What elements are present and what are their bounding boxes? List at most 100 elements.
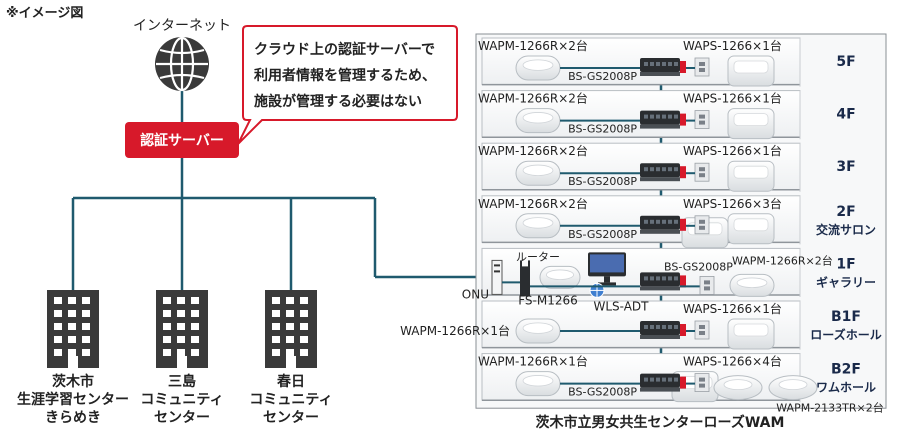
ceiling-access-point-icon <box>768 375 818 401</box>
facility-name-line: コミュニティ <box>249 392 332 408</box>
ap-left-label: WAPM-1266R×2台 <box>478 38 588 53</box>
access-point-icon <box>515 371 561 397</box>
auth-server-label: 認証サーバー <box>140 132 224 149</box>
switch-icon <box>640 58 686 76</box>
switch-label: BS-GS2008P <box>568 175 637 188</box>
ap-right-label: WAPS-1266×1台 <box>683 38 782 53</box>
floor-number: 4F <box>836 107 855 123</box>
floor-number: 3F <box>836 159 855 175</box>
office-building-icon <box>265 290 317 368</box>
floor-number: B2F <box>831 362 861 378</box>
floor-room-name: ローズホール <box>810 327 881 342</box>
switch-icon <box>640 272 686 291</box>
floor-room-name: 交流サロン <box>816 222 876 237</box>
floor-row: 3F WAPM-1266R×2台 WAPS-1266×1台 BS-GS2008P <box>478 142 856 192</box>
switch-label: BS-GS2008P <box>568 228 637 241</box>
callout-line-2: 利用者情報を管理するため、 <box>254 67 436 84</box>
wall-outlet-icon <box>699 275 715 295</box>
wall-outlet-icon <box>694 162 710 182</box>
floor-row: 2F 交流サロン WAPM-1266R×2台 WAPS-1266×3台 BS-GS200… <box>478 195 876 249</box>
switch-label: BS-GS2008P <box>568 386 637 399</box>
floor-room-name: ワムホール <box>816 381 876 395</box>
router-icon <box>520 260 530 297</box>
callout-bubble <box>237 25 458 145</box>
access-point-icon <box>727 318 775 350</box>
monitor-icon <box>588 252 626 286</box>
onu-label: ONU <box>462 287 489 301</box>
office-building-icon <box>156 290 208 368</box>
ap-right-label: WAPS-1266×4台 <box>683 354 782 369</box>
switch-icon <box>640 110 686 129</box>
floor-row: 4F WAPM-1266R×2台 WAPS-1266×1台 BS-GS2008P <box>478 90 856 140</box>
access-point-icon <box>729 273 775 297</box>
access-point-icon <box>515 213 561 239</box>
ap-left-label: WAPM-1266R×2台 <box>478 196 588 211</box>
switch-label: BS-GS2008P <box>664 260 733 273</box>
left-network-lines <box>71 90 492 290</box>
floor-number: 5F <box>836 54 855 70</box>
ap-left-label: WAPM-1266R×2台 <box>478 91 588 106</box>
ap-left-label: WAPM-1266R×1台 <box>478 354 588 369</box>
building-name: 茨木市立男女共生センターローズWAM <box>536 414 785 431</box>
facility-name-line: 春日 <box>276 373 305 390</box>
floor-row: 5F WAPM-1266R×2台 WAPS-1266×1台 BS-GS2008P <box>478 37 856 87</box>
ap-right-label: WAPS-1266×3台 <box>683 196 782 211</box>
building: 5F WAPM-1266R×2台 WAPS-1266×1台 BS-GS2008P 4F W… <box>400 33 887 415</box>
switch-icon <box>640 163 686 182</box>
facility-name-line: きらめき <box>45 410 101 426</box>
ap-right-label: WAPS-1266×1台 <box>683 91 782 106</box>
floor-row: B2F ワムホール WAPM-1266R×1台 WAPS-1266×4台 BS-GS20… <box>478 353 876 403</box>
facility-name-line: 茨木市 <box>52 373 94 390</box>
router-model-label: FS-M1266 <box>518 293 578 307</box>
switch-icon <box>640 215 686 234</box>
facility-name-line: 生涯学習センター <box>17 391 129 408</box>
callout-line-1: クラウド上の認証サーバーで <box>254 41 435 58</box>
onu-device-icon <box>491 259 503 295</box>
floor-number: 1F <box>836 256 855 272</box>
ap-left-label: WAPM-1266R×2台 <box>478 143 588 158</box>
access-point-icon <box>515 55 561 81</box>
ap-right-label: WAPM-1266R×2台 <box>732 253 833 267</box>
facility-name-line: センター <box>154 410 210 426</box>
internet-label: インターネット <box>133 18 231 34</box>
facility-name-line: コミュニティ <box>140 392 223 408</box>
switch-icon <box>640 321 686 339</box>
access-point-icon <box>727 213 775 245</box>
globe-icon <box>155 36 209 92</box>
wall-outlet-icon <box>694 320 710 340</box>
router-label: ルーター <box>516 250 560 263</box>
facility-name-line: 三島 <box>168 373 196 390</box>
access-point-icon <box>515 318 561 344</box>
wall-outlet-icon <box>694 373 710 393</box>
callout-line-3: 施設が管理する必要はない <box>254 93 422 110</box>
access-point-icon <box>515 108 561 134</box>
note-label: ※イメージ図 <box>6 6 83 21</box>
ceiling-access-point-icon <box>713 375 763 401</box>
ap-right-label: WAPS-1266×1台 <box>683 143 782 158</box>
ap-right-label: WAPS-1266×1台 <box>683 301 782 316</box>
access-point-icon <box>727 55 775 87</box>
facility-name-line: センター <box>263 410 319 426</box>
switch-label: BS-GS2008P <box>568 123 637 136</box>
wall-outlet-icon <box>694 110 710 129</box>
floor-row: B1F ローズホール WAPM-1266R×1台 WAPS-1266×1台 <box>400 300 882 350</box>
access-point-icon <box>727 108 775 140</box>
access-point-icon <box>539 265 581 289</box>
access-point-icon <box>727 160 775 192</box>
floor-number: 2F <box>836 204 855 220</box>
office-building-icon <box>47 290 99 368</box>
switch-label: BS-GS2008P <box>568 70 637 83</box>
access-point-icon <box>515 160 561 186</box>
switch-icon <box>640 373 686 392</box>
floor-room-name: ギャラリー <box>816 274 876 289</box>
wall-outlet-icon <box>694 215 710 235</box>
adt-label: WLS-ADT <box>593 299 649 313</box>
ap-left-label: WAPM-1266R×1台 <box>400 323 510 338</box>
floor-number: B1F <box>831 309 861 325</box>
auth-server-box <box>125 122 239 158</box>
wall-outlet-icon <box>694 57 710 77</box>
